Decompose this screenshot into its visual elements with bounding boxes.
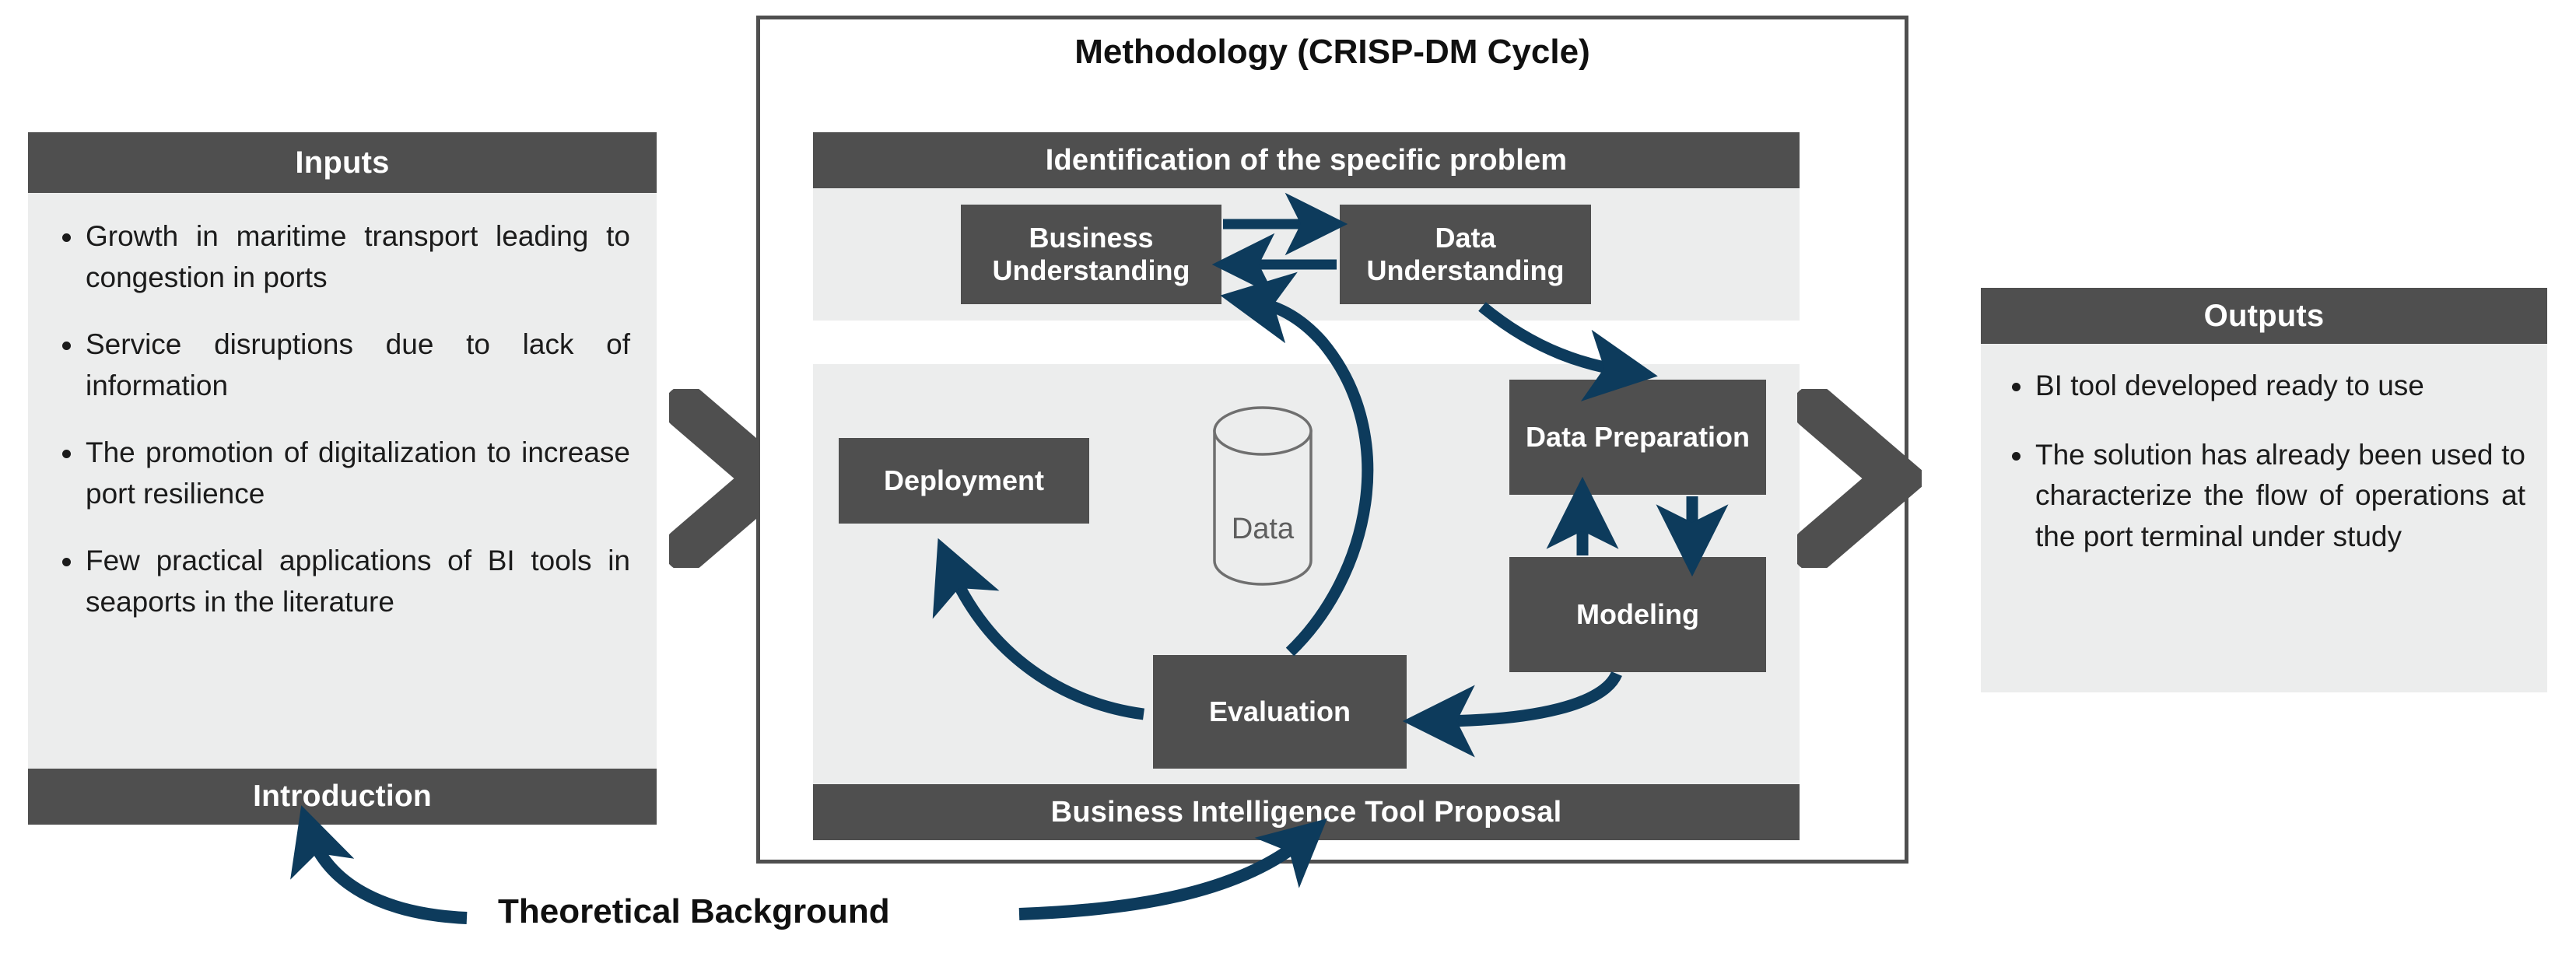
list-item: Growth in maritime transport leading to … bbox=[62, 216, 630, 298]
list-item: Service disruptions due to lack of infor… bbox=[62, 324, 630, 406]
theoretical-background-label: Theoretical Background bbox=[498, 892, 890, 931]
list-item: Few practical applications of BI tools i… bbox=[62, 541, 630, 622]
methodology-title-text: Methodology (CRISP-DM Cycle) bbox=[1074, 33, 1590, 71]
phase-evaluation-label: Evaluation bbox=[1208, 695, 1351, 727]
outputs-bullet-list: BI tool developed ready to use The solut… bbox=[1981, 344, 2547, 557]
inputs-title: Inputs bbox=[295, 145, 390, 180]
introduction-label: Introduction bbox=[253, 780, 432, 813]
phase-modeling-label: Modeling bbox=[1576, 597, 1699, 630]
outputs-body: BI tool developed ready to use The solut… bbox=[1981, 344, 2547, 692]
methodology-title: Methodology (CRISP-DM Cycle) bbox=[756, 33, 1908, 72]
phase-data-preparation: Data Preparation bbox=[1509, 380, 1766, 495]
phase-data-understanding-label: Data Understanding bbox=[1366, 221, 1565, 286]
arrow-background-to-introduction bbox=[290, 805, 468, 924]
chevron-right-icon-right bbox=[1792, 385, 1932, 572]
phase-evaluation: Evaluation bbox=[1153, 655, 1407, 769]
phase-business-understanding: Business Understanding bbox=[961, 205, 1221, 304]
problem-identification-label: Identification of the specific problem bbox=[1045, 143, 1568, 177]
phase-deployment: Deployment bbox=[839, 438, 1089, 524]
introduction-footer: Introduction bbox=[28, 769, 657, 825]
bi-proposal-label: Business Intelligence Tool Proposal bbox=[1050, 795, 1562, 829]
problem-identification-band: Identification of the specific problem bbox=[813, 132, 1800, 188]
phase-data-understanding: Data Understanding bbox=[1340, 205, 1591, 304]
list-item: BI tool developed ready to use bbox=[2012, 366, 2525, 407]
list-item: The solution has already been used to ch… bbox=[2012, 435, 2525, 558]
phase-modeling: Modeling bbox=[1509, 557, 1766, 672]
list-item: The promotion of digitalization to incre… bbox=[62, 433, 630, 514]
phase-business-understanding-label: Business Understanding bbox=[992, 221, 1190, 286]
theoretical-background-text: Theoretical Background bbox=[498, 892, 890, 930]
inputs-header: Inputs bbox=[28, 132, 657, 193]
outputs-header: Outputs bbox=[1981, 288, 2547, 344]
phase-data-preparation-label: Data Preparation bbox=[1525, 420, 1751, 453]
phase-deployment-label: Deployment bbox=[883, 464, 1045, 496]
inputs-body: Growth in maritime transport leading to … bbox=[28, 193, 657, 769]
inputs-bullet-list: Growth in maritime transport leading to … bbox=[28, 193, 657, 622]
bi-proposal-band: Business Intelligence Tool Proposal bbox=[813, 784, 1800, 840]
outputs-title: Outputs bbox=[2203, 298, 2325, 333]
